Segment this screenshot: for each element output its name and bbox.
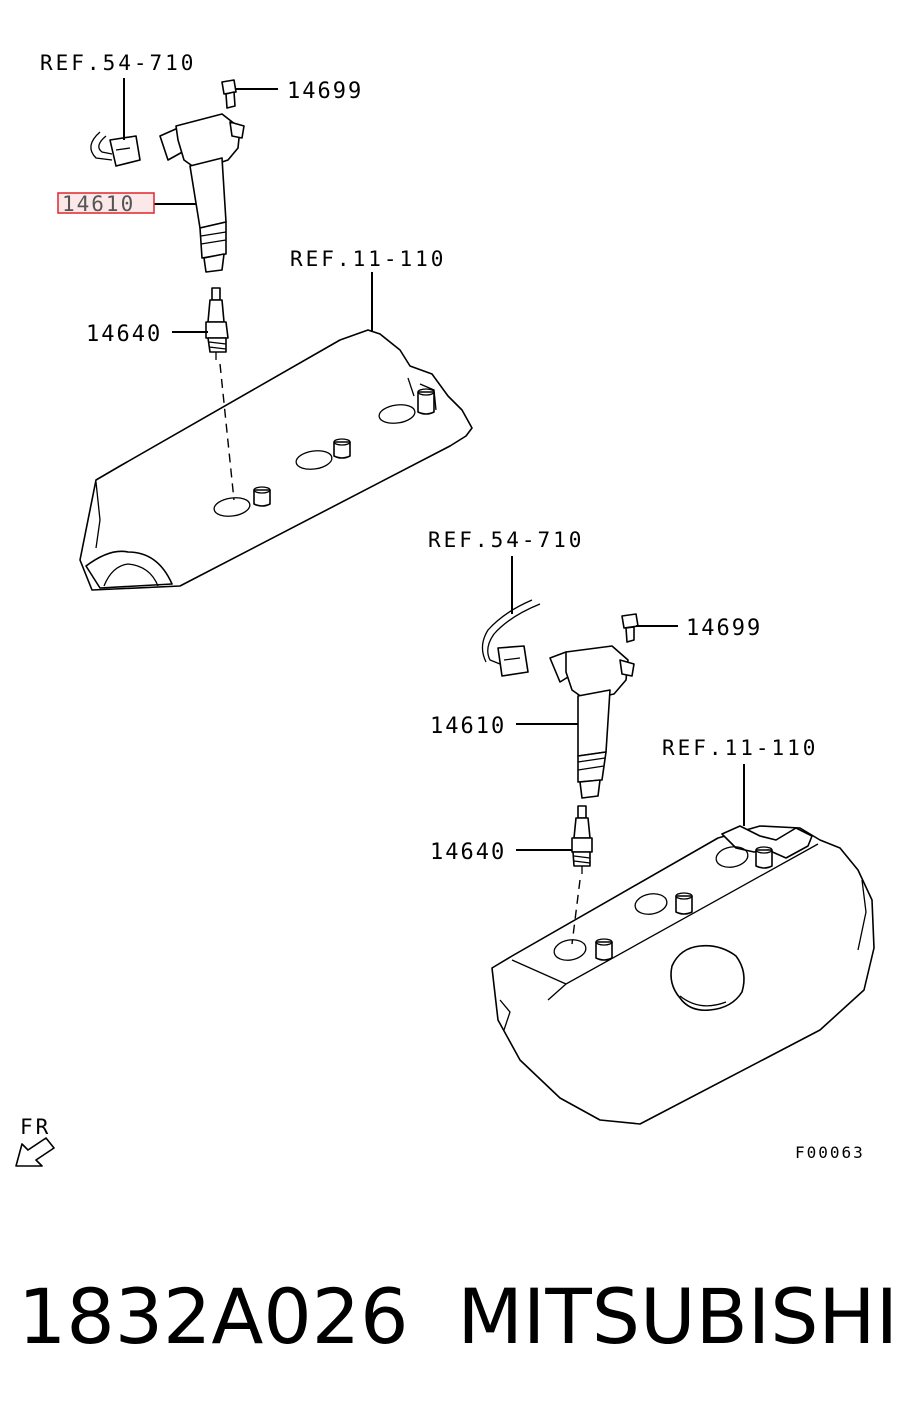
brand-name: MITSUBISHI [457,1272,898,1361]
bottom-view: REF.54-710 14699 14610 14640 REF.11-110 [428,528,875,1125]
top-coil-code-label[interactable]: 14610 [62,192,135,216]
harness-connector-top [90,131,141,167]
top-harness-ref-label: REF.54-710 [40,51,196,75]
top-cover-ref-label: REF.11-110 [290,247,446,271]
bottom-plug-code-label: 14640 [430,840,506,865]
top-view: REF.54-710 14699 14610 14640 REF.11-110 [40,51,473,591]
top-plug-code-label: 14640 [86,322,162,347]
part-number: 1832A026 [18,1272,409,1361]
caption: 1832A026 MITSUBISHI [18,1262,898,1372]
bottom-coil-code-label: 14610 [430,714,506,739]
top-bolt-code-label: 14699 [287,79,363,104]
harness-connector-bottom [481,599,541,677]
valve-cover-bottom [491,825,875,1125]
front-arrow-icon [15,1137,55,1167]
highlight-box-coil [57,192,155,214]
front-label: FR [20,1115,51,1139]
front-indicator: FR [15,1115,55,1167]
bolt-top [221,79,237,109]
valve-cover-top [79,329,473,591]
spark-plug-top [205,287,229,360]
ignition-coil-bottom [549,645,635,799]
ignition-coil-top [159,113,245,273]
spark-plug-bottom [571,805,593,874]
bottom-bolt-code-label: 14699 [686,616,762,641]
figure-code: F00063 [795,1143,865,1162]
bolt-bottom [621,613,639,643]
bottom-cover-ref-label: REF.11-110 [662,736,818,760]
bottom-harness-ref-label: REF.54-710 [428,528,584,552]
